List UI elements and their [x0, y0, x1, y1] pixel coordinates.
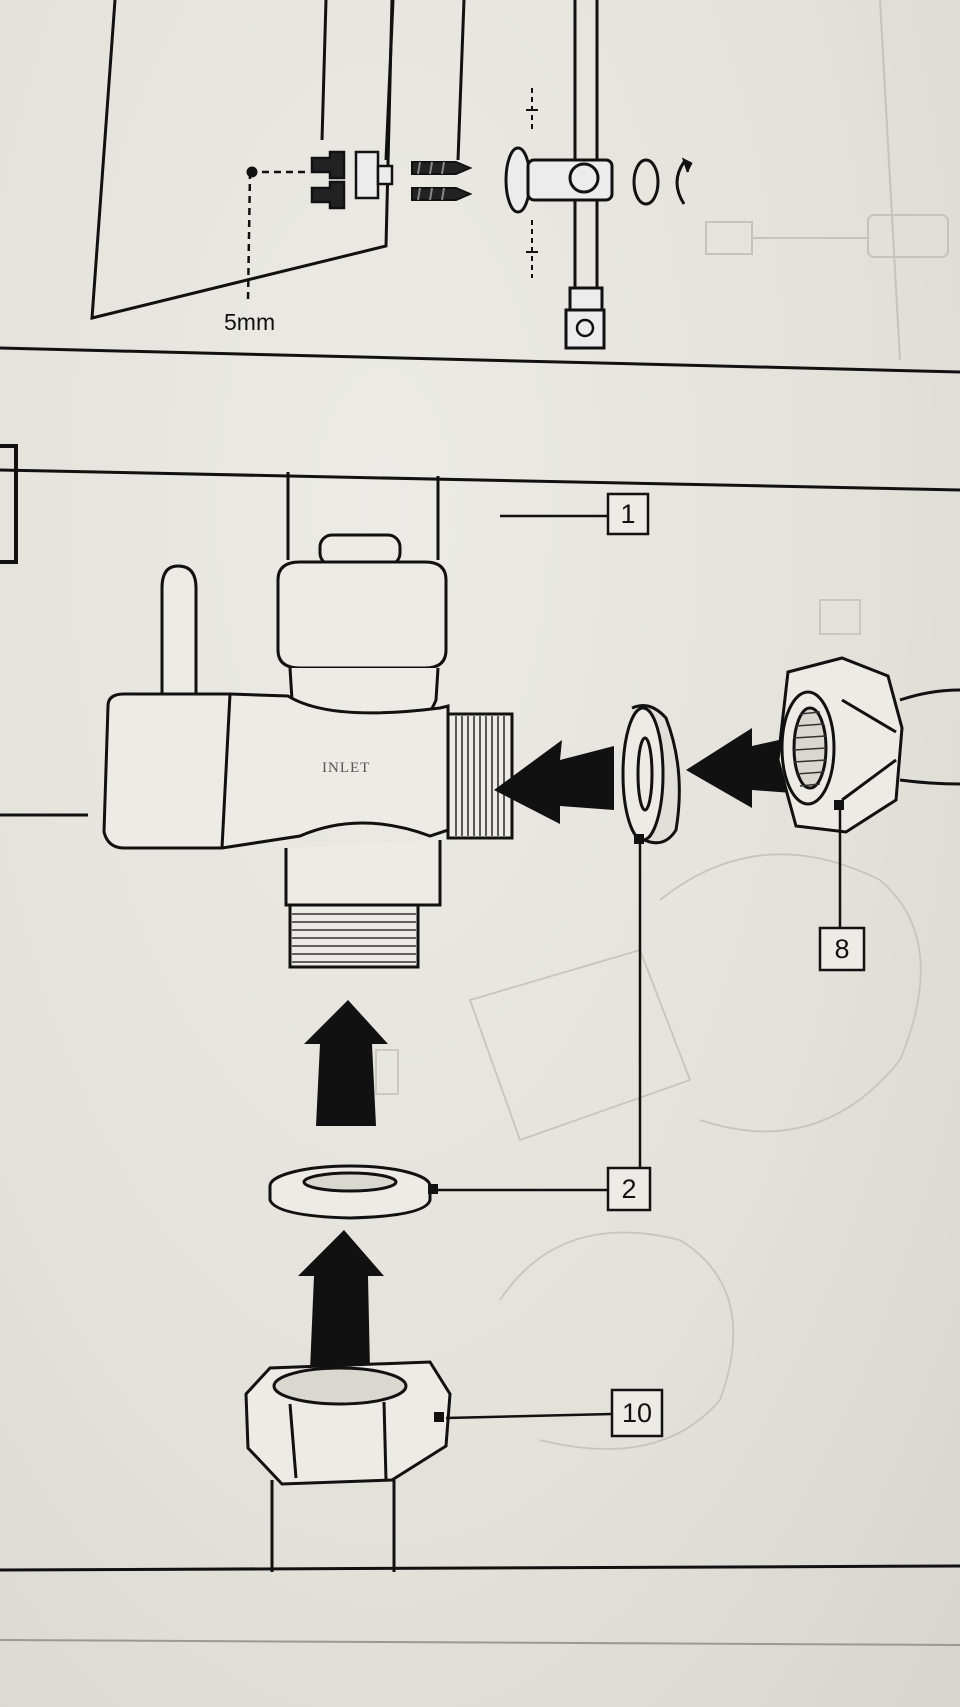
- bottom-thread: [288, 903, 420, 969]
- slide-rail-icon: [504, 0, 614, 350]
- callout-number: 1: [620, 499, 635, 529]
- valve-lever: [160, 564, 198, 700]
- callout-part-10: 10: [610, 1388, 664, 1438]
- bottom-washer: [268, 1164, 432, 1220]
- inlet-marking: INLET: [322, 760, 370, 776]
- panel-divider-main: [0, 468, 960, 492]
- arrow-up-icon: [304, 1000, 388, 1126]
- wall-mount-panel: [90, 0, 949, 361]
- callout-box: [606, 492, 650, 536]
- wall-outline: [90, 0, 394, 320]
- hose-nut-bottom: [244, 1360, 452, 1572]
- guide-line-right: [456, 0, 466, 161]
- leader-part-10: [445, 1412, 613, 1420]
- drill-point: [246, 166, 258, 178]
- arrow-left-icon-2: [686, 728, 806, 808]
- assembly-arrows: [298, 728, 806, 1370]
- valve-body: [102, 692, 450, 850]
- rotate-arrowhead-icon: [681, 157, 693, 173]
- faint-background-sketch: [705, 0, 949, 361]
- callout-number: 2: [621, 1174, 636, 1204]
- leader-dots: [428, 800, 844, 1422]
- panel-divider-top: [0, 346, 960, 374]
- callout-part-8: 8: [818, 926, 866, 972]
- panel-divider-bottom: [0, 1564, 960, 1572]
- callout-box: [606, 1166, 652, 1212]
- guide-line-left: [320, 0, 328, 141]
- rotate-arrow-icon: [675, 161, 686, 205]
- page-edge-line: [0, 1639, 960, 1646]
- arrow-up-icon-2: [298, 1230, 384, 1370]
- side-washer: [621, 704, 681, 845]
- arrow-left-icon: [494, 740, 614, 824]
- side-frame-mark: [0, 444, 18, 564]
- wall-plug-icon: [310, 150, 346, 210]
- hose-nut-side: [776, 656, 960, 834]
- ring-icon: [632, 158, 660, 206]
- callout-part-2: 2: [606, 1166, 652, 1212]
- callout-box: [818, 926, 866, 972]
- valve-knob: [276, 560, 448, 670]
- bracket-icon: [354, 150, 394, 200]
- callout-number: 10: [622, 1398, 652, 1428]
- screw-icon: [411, 161, 473, 201]
- callout-box: [610, 1388, 664, 1438]
- diverter-assembly: [102, 472, 514, 969]
- callout-number: 8: [834, 934, 849, 964]
- valve-bottom-neck: [284, 840, 442, 907]
- drill-depth-dash-vertical: [246, 171, 252, 301]
- ghost-print: [375, 599, 922, 1450]
- dimension-label: 5mm: [224, 309, 275, 335]
- leader-lines: [430, 514, 842, 1420]
- callout-part-1: 1: [606, 492, 650, 536]
- guide-line-mid: [384, 0, 395, 161]
- valve-body-seam: [220, 693, 232, 849]
